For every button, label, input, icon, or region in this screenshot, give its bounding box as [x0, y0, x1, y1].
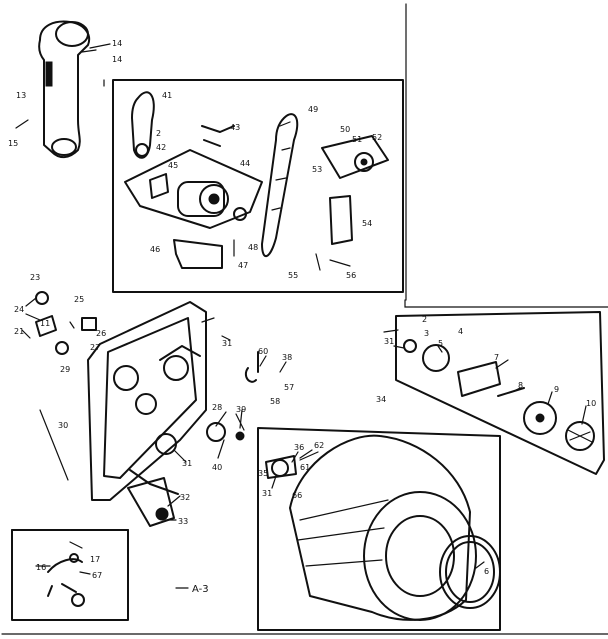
- callout-39: 39: [236, 405, 246, 414]
- callout-54: 54: [362, 219, 372, 228]
- callout-67: 67: [92, 571, 102, 580]
- callout-10: 10: [586, 399, 596, 408]
- front-panel-inset: [395, 311, 605, 475]
- callout-labels: 14 14 13 15 41 42 2 43 44 45 46 47 48 49…: [8, 39, 596, 580]
- callout-9: 9: [554, 385, 559, 394]
- drum-belt: [261, 113, 299, 257]
- callout-46: 46: [150, 245, 160, 254]
- callout-29: 29: [60, 365, 70, 374]
- callout-41: 41: [162, 91, 172, 100]
- callout-36: 36: [294, 443, 304, 452]
- callout-51: 51: [352, 135, 362, 144]
- callout-4: 4: [458, 327, 463, 336]
- callout-11a: 11: [40, 319, 50, 328]
- callout-24: 24: [14, 305, 24, 314]
- callout-14b: 14: [112, 55, 122, 64]
- callout-66: 66: [292, 491, 302, 500]
- callout-53: 53: [312, 165, 322, 174]
- motor-inset-box: [112, 79, 404, 293]
- callout-45: 45: [168, 161, 178, 170]
- exhaust-duct: [15, 20, 111, 158]
- rear-bulkhead: [39, 301, 207, 501]
- callout-16: 16: [36, 563, 46, 572]
- callout-8: 8: [518, 381, 523, 390]
- callout-58: 58: [270, 397, 280, 406]
- page-reference: A-3: [175, 584, 209, 595]
- leader-lines: [25, 79, 587, 575]
- callout-32: 32: [180, 493, 190, 502]
- drum-inset-box: [257, 427, 501, 631]
- callout-13: 13: [16, 91, 26, 100]
- callout-56: 56: [346, 271, 356, 280]
- callout-5: 5: [438, 339, 443, 348]
- callout-31b: 31: [182, 459, 192, 468]
- callout-25: 25: [74, 295, 84, 304]
- callout-6: 6: [484, 567, 489, 576]
- callout-14a: 14: [112, 39, 122, 48]
- callout-55: 55: [288, 271, 298, 280]
- callout-48: 48: [248, 243, 258, 252]
- callout-31c: 31: [262, 489, 272, 498]
- callout-49: 49: [308, 105, 318, 114]
- callout-42: 42: [156, 143, 166, 152]
- callout-38: 38: [282, 353, 292, 362]
- callout-52: 52: [372, 133, 382, 142]
- callout-34: 34: [376, 395, 386, 404]
- callout-23: 23: [30, 273, 40, 282]
- callout-50: 50: [340, 125, 350, 134]
- page-reference-label: A-3: [192, 584, 209, 595]
- callout-30: 30: [58, 421, 68, 430]
- callout-62: 62: [314, 441, 324, 450]
- callout-40: 40: [212, 463, 222, 472]
- motor-assembly: [124, 125, 263, 269]
- callout-35: 35: [258, 469, 268, 478]
- callout-21: 21: [14, 327, 24, 336]
- blower-housing: [127, 477, 175, 527]
- left-switch-cluster: [21, 291, 97, 355]
- callout-27: 27: [90, 343, 100, 352]
- callout-31d: 31: [384, 337, 394, 346]
- diagram-borders: [1, 3, 608, 635]
- idler-assembly: [315, 135, 389, 271]
- callout-60: 60: [258, 347, 268, 356]
- callout-17: 17: [90, 555, 100, 564]
- callout-61: 61: [300, 463, 310, 472]
- callout-2a: 2: [156, 129, 161, 138]
- callout-3: 3: [424, 329, 429, 338]
- callout-31a: 31: [222, 339, 232, 348]
- wiring-inset: [11, 529, 129, 621]
- callout-26: 26: [96, 329, 106, 338]
- idler-pulley-parts: [206, 351, 259, 442]
- callout-43: 43: [230, 123, 240, 132]
- callout-57: 57: [284, 383, 294, 392]
- callout-44: 44: [240, 159, 250, 168]
- callout-7: 7: [494, 353, 499, 362]
- callout-33: 33: [178, 517, 188, 526]
- callout-47: 47: [238, 261, 248, 270]
- small-belt: [131, 91, 155, 159]
- callout-2b: 2: [422, 315, 427, 324]
- dryer-drum: [289, 434, 501, 621]
- callout-28: 28: [212, 403, 222, 412]
- drum-bearing-parts: [265, 451, 319, 479]
- callout-15: 15: [8, 139, 18, 148]
